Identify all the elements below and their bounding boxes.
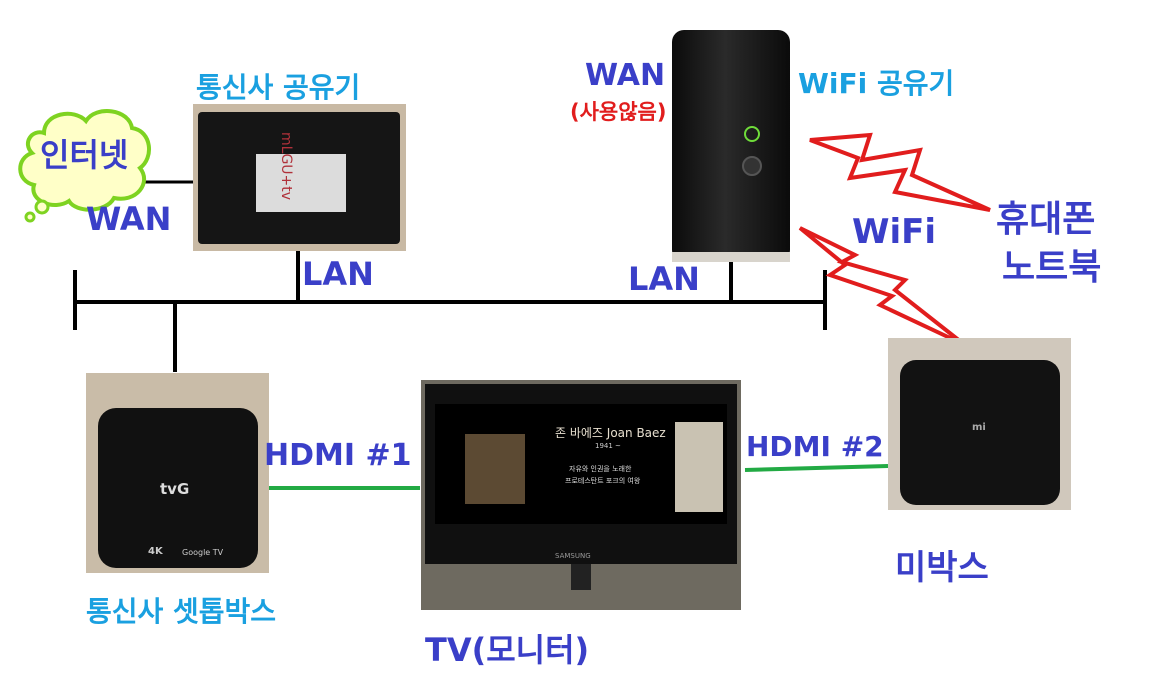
settop-4k: 4K [148,546,163,557]
lan-right-label: LAN [628,260,700,298]
wan-unused-label: (사용않음) [570,100,667,124]
power-icon [744,126,760,142]
settop-label: 통신사 셋톱박스 [86,595,277,628]
tv-label: TV(모니터) [425,631,590,669]
mibox-label: 미박스 [895,548,989,588]
wifi-router-label: WiFi 공유기 [798,67,955,100]
hdmi2-label: HDMI #2 [746,430,884,463]
settop-google-tv: Google TV [182,548,224,557]
laptop-label: 노트북 [1002,247,1102,288]
mibox-logo: mi [972,422,986,433]
settop-logo: tvG [160,480,190,498]
lightning-bolt-upper [809,132,991,212]
cloud-icon [18,109,152,223]
wan-right-label: WAN [585,58,666,93]
wifi-label: WiFi [852,212,937,252]
wps-button-icon [742,156,762,176]
tv-desc2: 프로테스탄트 포크의 여왕 [565,477,641,485]
settop-box-device: tvG 4K Google TV [86,373,269,573]
wan-left-label: WAN [86,200,172,238]
telecom-router-device: mLGU+tv [193,104,406,251]
hdmi2-line [744,464,889,472]
tv-title: 존 바에즈 Joan Baez [555,426,666,440]
wifi-router-device [672,30,790,262]
lan-left-label: LAN [302,255,374,293]
mibox-device: mi [888,338,1071,510]
hdmi1-label: HDMI #1 [264,438,412,473]
router-brand-tag: mLGU+tv [278,132,294,201]
internet-label: 인터넷 [40,136,129,174]
tv-years: 1941 ~ [595,442,621,450]
telecom-router-label: 통신사 공유기 [196,71,361,104]
tv-monitor-device: 존 바에즈 Joan Baez 1941 ~ 자유와 인권을 노래한 프로테스탄… [421,380,741,610]
tv-desc1: 자유와 인권을 노래한 [569,465,632,473]
tv-brand: SAMSUNG [555,552,591,560]
phone-label: 휴대폰 [996,199,1096,240]
